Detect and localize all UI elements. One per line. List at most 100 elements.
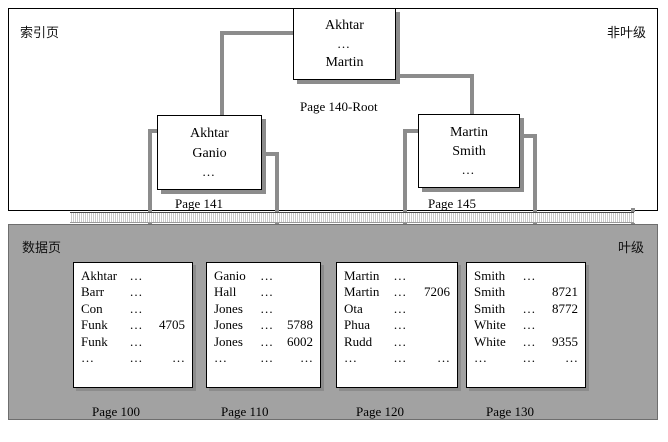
- index-node-page141-caption: Page 141: [175, 196, 224, 211]
- index-node-page141[interactable]: Akhtar Ganio …: [157, 115, 262, 190]
- connector-p145-right-vertical: [533, 134, 537, 262]
- index-node-root-line-0: Akhtar: [325, 17, 364, 33]
- table-row: Smith …: [467, 268, 585, 284]
- cell-value: [285, 284, 320, 300]
- cell-dots: …: [522, 317, 537, 333]
- leaf-page-130-caption: Page 130: [486, 404, 535, 419]
- connector-root-to-p141-vertical: [220, 31, 224, 120]
- connector-p141-right-vertical: [275, 152, 279, 262]
- cell-dots: …: [522, 349, 537, 365]
- cell-value: [155, 334, 192, 350]
- table-row: White … 9355: [467, 334, 585, 350]
- table-row: Jones … 6002: [207, 334, 320, 350]
- leaf-page-110[interactable]: Ganio … Hall … Jones … Jones … 5788 Jone…: [206, 262, 321, 388]
- connector-p145-right-horizontal: [515, 134, 537, 138]
- data-pages-label: 数据页: [22, 241, 62, 256]
- cell-value: 4705: [159, 317, 185, 333]
- leaf-page-130-table: Smith … Smith 8721 Smith … 8772 White … …: [467, 268, 585, 366]
- index-node-page145[interactable]: Martin Smith …: [418, 114, 520, 188]
- index-node-root-line-1: …: [337, 36, 352, 52]
- leaf-page-100[interactable]: Akhtar … Barr … Con … Funk … 4705 Funk: [73, 262, 193, 388]
- leaf-page-120[interactable]: Martin … Martin … 7206 Ota … Phua … Rudd: [336, 262, 458, 388]
- cell-value: 9355: [552, 333, 578, 349]
- table-row: … … …: [207, 350, 320, 366]
- cell-name: Martin: [344, 268, 380, 283]
- table-row: Barr …: [74, 284, 192, 300]
- table-row: Smith 8721: [467, 284, 585, 300]
- cell-dots: …: [393, 333, 408, 349]
- cell-dots: …: [393, 300, 408, 316]
- table-row: … … …: [74, 350, 192, 366]
- leaf-page-110-table: Ganio … Hall … Jones … Jones … 5788 Jone…: [207, 268, 320, 366]
- cell-value: [285, 301, 320, 317]
- cell-name: Jones: [214, 317, 243, 333]
- cell-dots: …: [260, 317, 275, 333]
- cell-dots: …: [260, 300, 275, 316]
- connector-root-to-p141-horizontal: [220, 31, 300, 35]
- cell-value: …: [565, 349, 578, 365]
- index-node-root[interactable]: Akhtar … Martin: [293, 8, 396, 80]
- cell-dots: …: [393, 268, 408, 283]
- connector-p141-left-vertical: [148, 129, 152, 262]
- table-row: Akhtar …: [74, 268, 192, 284]
- cell-value: [155, 268, 192, 284]
- cell-value: [420, 334, 457, 350]
- cell-dots: …: [129, 300, 144, 316]
- cell-name: Jones: [214, 333, 243, 349]
- table-row: White …: [467, 317, 585, 333]
- cell-name: Rudd: [344, 333, 373, 349]
- index-node-page145-line-0: Martin: [449, 124, 489, 140]
- table-row: Jones …: [207, 301, 320, 317]
- cell-value: [155, 284, 192, 300]
- divider-cap-right: [634, 212, 658, 223]
- cell-name: Martin: [344, 284, 380, 300]
- cell-dots: …: [129, 349, 144, 365]
- cell-dots: …: [522, 333, 537, 349]
- cell-name: Barr: [81, 284, 105, 300]
- cell-name: …: [81, 349, 94, 365]
- index-node-page145-line-1: Smith: [452, 144, 486, 160]
- cell-name: …: [214, 349, 227, 365]
- table-row: … … …: [467, 350, 585, 366]
- level-divider-strip: [8, 212, 658, 223]
- leaf-page-120-caption: Page 120: [356, 404, 405, 419]
- cell-value: [420, 317, 457, 333]
- leaf-page-100-caption: Page 100: [92, 404, 141, 419]
- index-node-page145-caption: Page 145: [428, 196, 477, 211]
- cell-dots: …: [129, 284, 144, 300]
- cell-value: [155, 301, 192, 317]
- cell-name: White: [474, 317, 506, 333]
- index-node-page141-line-2: …: [202, 163, 217, 179]
- cell-dots: …: [129, 268, 144, 283]
- cell-name: …: [344, 349, 357, 365]
- cell-dots: …: [522, 300, 537, 316]
- cell-value: 5788: [287, 317, 313, 333]
- cell-value: …: [437, 349, 450, 365]
- leaf-page-130[interactable]: Smith … Smith 8721 Smith … 8772 White … …: [466, 262, 586, 388]
- cell-value: …: [172, 349, 185, 365]
- leaf-page-110-caption: Page 110: [221, 404, 269, 419]
- cell-dots: …: [129, 317, 144, 333]
- cell-dots: …: [129, 333, 144, 349]
- index-node-root-line-2: Martin: [325, 54, 364, 70]
- index-pages-label: 索引页: [20, 26, 60, 41]
- table-row: Martin … 7206: [337, 284, 457, 300]
- cell-dots: …: [260, 268, 275, 283]
- cell-name: Ota: [344, 300, 363, 316]
- connector-p145-left-horizontal: [403, 129, 425, 133]
- table-row: Ota …: [337, 301, 457, 317]
- connector-root-to-p145-vertical: [470, 74, 474, 116]
- cell-dots: …: [393, 284, 408, 300]
- divider-cap-left: [8, 212, 70, 223]
- cell-value: [420, 268, 457, 284]
- leaf-level-label: 叶级: [617, 241, 644, 256]
- connector-root-to-p145-horizontal: [396, 74, 474, 78]
- cell-value: [548, 268, 585, 284]
- table-row: Funk …: [74, 334, 192, 350]
- cell-name: Ganio: [214, 268, 246, 283]
- cell-value: …: [300, 349, 313, 365]
- cell-name: White: [474, 333, 506, 349]
- table-row: Con …: [74, 301, 192, 317]
- index-node-page145-line-2: …: [461, 162, 477, 178]
